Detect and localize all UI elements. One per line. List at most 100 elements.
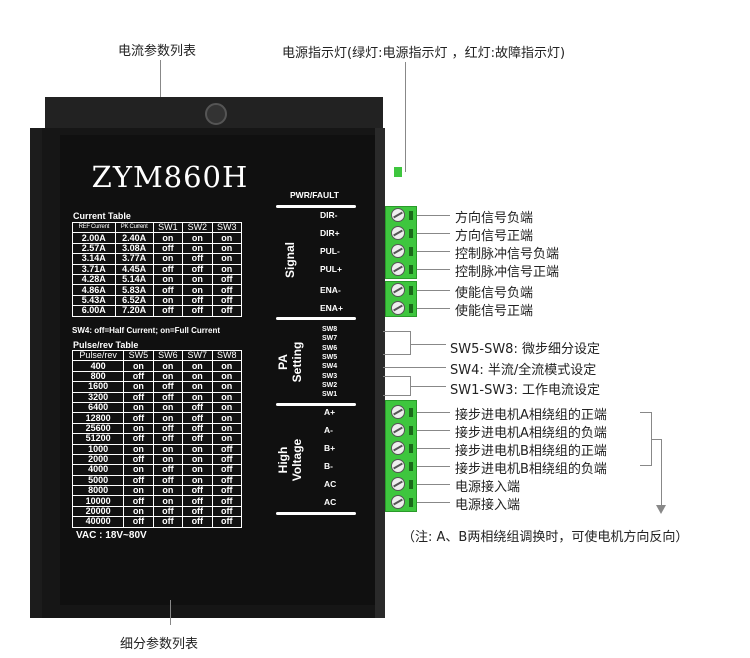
table-cell: on <box>153 402 183 413</box>
pulse-table-callout: 细分参数列表 <box>120 637 199 652</box>
table-cell: off <box>153 382 183 392</box>
hv-desc: 接步进电机B相绕组的正端 <box>455 444 607 459</box>
table-cell: on <box>183 465 212 475</box>
table-cell: 6.52A <box>115 295 153 306</box>
table-cell: off <box>153 285 183 295</box>
table-cell: 2.00A <box>73 233 115 243</box>
table-cell: 6.00A <box>73 306 115 316</box>
table-cell: on <box>212 402 241 413</box>
switch-label: SW5 <box>322 353 338 361</box>
screw-terminal-icon <box>391 495 405 509</box>
hv-desc: 接步进电机A相绕组的正端 <box>455 408 607 423</box>
table-cell: on <box>183 475 212 486</box>
screw-terminal-icon <box>391 301 405 315</box>
table-cell: off <box>153 392 183 402</box>
table-cell: 6400 <box>73 402 124 413</box>
table-cell: 7.20A <box>115 306 153 316</box>
enable-terminal-block <box>385 281 417 317</box>
table-cell: off <box>212 517 241 527</box>
switch-desc: SW1-SW3: 工作电流设定 <box>450 383 600 398</box>
table-cell: on <box>124 361 153 371</box>
table-cell: off <box>124 413 153 423</box>
signal-desc: 方向信号负端 <box>455 211 534 226</box>
table-cell: off <box>124 392 153 402</box>
table-cell: off <box>183 295 212 306</box>
vac-label: VAC : 18V~80V <box>76 530 147 541</box>
table-cell: on <box>183 454 212 465</box>
table-cell: on <box>153 254 183 264</box>
screw-terminal-icon <box>391 459 405 473</box>
table-cell: on <box>212 413 241 423</box>
table-cell: off <box>212 496 241 506</box>
table-cell: 400 <box>73 361 124 371</box>
pin-label: AC <box>324 479 337 489</box>
pin-label: ENA- <box>320 285 341 295</box>
table-cell: 2000 <box>73 454 124 465</box>
table-cell: off <box>153 243 183 254</box>
table-cell: on <box>153 274 183 285</box>
table-cell: on <box>212 423 241 434</box>
table-cell: 5.83A <box>115 285 153 295</box>
pin-label: B+ <box>324 443 336 453</box>
switch-desc: SW5-SW8: 微步细分设定 <box>450 342 600 357</box>
table-cell: 4000 <box>73 465 124 475</box>
power-led-icon <box>394 167 402 177</box>
table-cell: off <box>153 434 183 444</box>
table-cell: on <box>212 382 241 392</box>
table-cell: 8000 <box>73 486 124 496</box>
switch-label: SW4 <box>322 363 338 371</box>
switch-label: SW1 <box>322 391 338 399</box>
table-cell: on <box>183 392 212 402</box>
table-cell: 3200 <box>73 392 124 402</box>
table-cell: off <box>183 496 212 506</box>
note: （注: A、B两相绕组调换时，可使电机方向反向） <box>402 530 689 545</box>
switch-label: SW6 <box>322 344 338 352</box>
table-cell: 12800 <box>73 413 124 423</box>
table-cell: off <box>124 496 153 506</box>
screw-terminal-icon <box>391 226 405 240</box>
table-cell: off <box>153 475 183 486</box>
table-cell: off <box>212 444 241 454</box>
switch-label: SW3 <box>322 372 338 380</box>
table-cell: on <box>153 444 183 454</box>
table-cell: off <box>212 454 241 465</box>
table-cell: 20000 <box>73 506 124 517</box>
signal-desc: 控制脉冲信号正端 <box>455 265 560 280</box>
column-header: SW6 <box>153 350 183 361</box>
table-cell: on <box>153 233 183 243</box>
column-header: PK Current <box>115 223 153 233</box>
pin-label: A- <box>324 425 333 435</box>
table-cell: off <box>153 517 183 527</box>
pin-label: PUL+ <box>320 264 342 274</box>
table-cell: 800 <box>73 371 124 382</box>
table-cell: off <box>153 423 183 434</box>
switch-label: SW8 <box>322 326 338 333</box>
signal-terminal-block <box>385 206 417 279</box>
table-cell: on <box>212 254 241 264</box>
table-cell: on <box>124 465 153 475</box>
table-cell: on <box>153 496 183 506</box>
pin-label: A+ <box>324 407 336 417</box>
signal-desc: 使能信号负端 <box>455 286 534 301</box>
table-cell: 4.28A <box>73 274 115 285</box>
table-cell: off <box>212 295 241 306</box>
column-header: SW2 <box>183 222 212 233</box>
table-cell: off <box>153 264 183 274</box>
screw-terminal-icon <box>391 441 405 455</box>
table-cell: on <box>212 233 241 243</box>
table-cell: on <box>212 392 241 402</box>
hv-desc: 电源接入端 <box>455 498 521 513</box>
table-cell: on <box>183 371 212 382</box>
table-cell: 1600 <box>73 382 124 392</box>
